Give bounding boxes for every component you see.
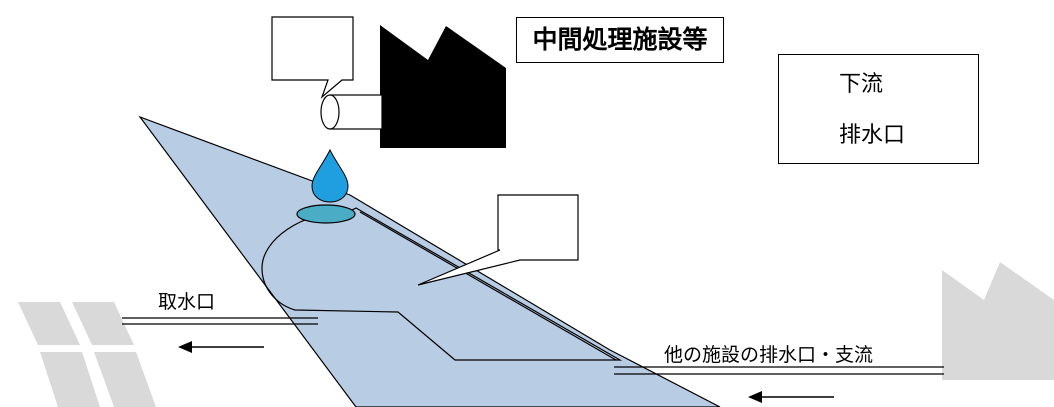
intake-label: 取水口 [158,291,216,313]
facility-label: 中間処理施設等 [516,17,724,63]
gray-buildings-icon [18,302,156,407]
pipe-icon [320,94,383,130]
factory-icon [380,25,506,148]
pool [296,204,356,224]
left-arrow-icon [178,341,264,353]
other-outlet-pipe [614,366,944,375]
river [138,115,721,407]
intake-pipe [122,317,318,325]
other-outlet-label: 他の施設の排水口・支流 [664,344,874,366]
downstream-label: 下流 [839,72,884,97]
water-droplet-icon [311,148,349,203]
left-arrow-icon [748,391,834,403]
gray-factory-icon [942,262,1054,380]
outlet-label: 排水口 [839,123,906,148]
plume-edge [359,211,617,361]
speech-bubble-top [271,16,354,99]
downstream-outlet-box: 下流 排水口 [778,54,979,164]
speech-bubble-middle [417,194,579,286]
